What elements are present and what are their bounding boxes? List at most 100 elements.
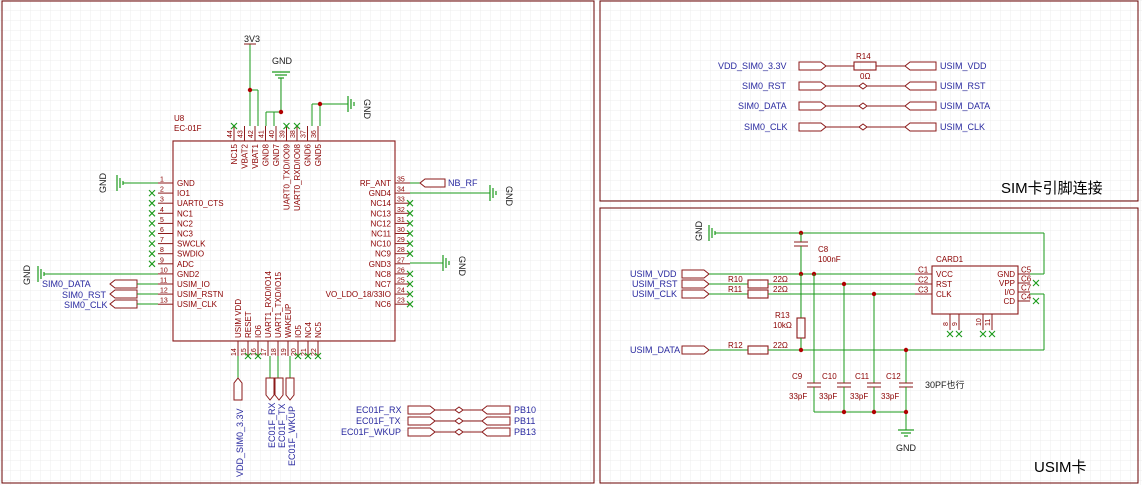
u8-pin-name: IO6 (254, 325, 263, 338)
gnd-top-2-label: GND (362, 99, 372, 120)
c11-designator: C11 (855, 372, 870, 381)
nc-mark (148, 240, 156, 247)
nc-mark (406, 270, 414, 278)
u8-pin-num: 24 (397, 288, 405, 295)
u8-pin-num: 10 (160, 267, 168, 274)
r10-value: 22Ω (773, 275, 788, 284)
nc-mark (946, 330, 954, 338)
card-pin-name: GND (997, 270, 1015, 279)
u8-pin-num: 4 (160, 207, 164, 214)
u8-pin-name: NC8 (375, 270, 392, 279)
usim-title: USIM卡 (1034, 459, 1087, 476)
link-sim0-rst-label: SIM0_RST (742, 81, 787, 91)
gnd-right2-label: GND (457, 256, 467, 277)
card1-body (931, 265, 1019, 315)
u8-pin-num: 13 (160, 298, 168, 305)
u8-pin-name: VBAT1 (251, 143, 260, 168)
u8-pin-num: 27 (397, 257, 405, 264)
u8-pin-num: 7 (160, 237, 164, 244)
c8-value: 100nF (818, 255, 841, 264)
gnd-left-pin1: GND (98, 173, 158, 193)
nc-mark (244, 352, 252, 360)
ec01f-rx-label: EC01F_RX (356, 405, 402, 415)
u8-pin-name: UART1_TXD/IO15 (274, 271, 283, 338)
u8-pin-name: UART0_TXD/IO09 (283, 143, 292, 210)
nc-mark (406, 300, 414, 308)
nc-mark (148, 189, 156, 197)
u8-pin-name: GND (177, 179, 195, 188)
u8-pin-num: 43 (238, 130, 245, 138)
card-pin-num: C4 (1021, 293, 1032, 302)
u8-pin-num: 28 (397, 247, 405, 254)
u8-pin-name: VBAT2 (241, 143, 250, 168)
card-pin-num: C1 (918, 266, 929, 275)
ec01f-tx-label: EC01F_TX (356, 416, 401, 426)
nc-mark (406, 280, 414, 288)
link-usim-rst-label: USIM_RST (940, 81, 986, 91)
u8-pin-name: NC3 (177, 230, 194, 239)
nc-mark (148, 199, 156, 207)
gnd-top-1-label: GND (272, 56, 293, 66)
u8-pin-num: 14 (231, 348, 238, 356)
sim0-clk-label: SIM0_CLK (64, 300, 108, 310)
u8-pin-num: 9 (160, 257, 164, 264)
u8-pin-name: NC4 (304, 321, 313, 338)
gnd-right-pin27: GND (410, 255, 467, 277)
nc-mark (254, 352, 262, 360)
u8-pin-name: GND4 (369, 189, 392, 198)
nc-mark (979, 330, 987, 338)
u8-pin-num: 34 (397, 187, 405, 194)
nc-mark (148, 230, 156, 237)
sim0-nets: SIM0_DATA SIM0_RST SIM0_CLK (42, 279, 158, 310)
link-sim0-clk-label: SIM0_CLK (744, 122, 788, 132)
c10-value: 33pF (819, 392, 837, 401)
card-pin-name: RST (936, 280, 952, 289)
nb-rf-label: NB_RF (448, 178, 478, 188)
u8-pin-name: WAKEUP (284, 304, 293, 338)
u8-pin-num: 32 (397, 207, 405, 214)
u8-pin-name: USIM_RSTN (177, 290, 223, 299)
u8-pin-num: 36 (311, 130, 318, 138)
u8-pin-name: GND3 (369, 260, 392, 269)
usim-vdd-label: USIM_VDD (630, 269, 677, 279)
cap-note: 30PF也行 (925, 379, 965, 390)
gnd-right-pin34: GND (410, 185, 514, 207)
u8-right-pins: 35RF_ANT34GND433NC1432NC1331NC1230NC1129… (326, 177, 414, 309)
r14-value: 0Ω (860, 72, 870, 81)
u8-pin-name: IO5 (294, 325, 303, 338)
u8-pin-num: 30 (397, 227, 405, 234)
nc-mark (314, 352, 322, 360)
u8-pin-num: 19 (281, 348, 288, 356)
nc-mark (406, 290, 414, 298)
u8-pin-num: 2 (160, 187, 164, 194)
u8-pin-num: 11 (160, 278, 167, 285)
r11-value: 22Ω (773, 285, 788, 294)
u8-pin-num: 3 (160, 197, 164, 204)
u8-pin-num: 12 (160, 288, 168, 295)
u8-part-name: EC-01F (174, 124, 202, 133)
gnd-top-1: GND (265, 56, 293, 126)
r10-designator: R10 (728, 275, 743, 284)
vdd-sim0-bottom-label: VDD_SIM0_3.3V (235, 408, 245, 477)
card-pin-name: VPP (999, 279, 1015, 288)
card-pin-num: C6 (1021, 275, 1032, 284)
usim-gnd-bottom-label: GND (896, 443, 917, 453)
u8-pin-num: 35 (397, 177, 405, 184)
usim-panel: GND C8 100nF USIM_VDD USIM_RST USIM_CLK … (630, 221, 1087, 477)
c10-designator: C10 (822, 372, 837, 381)
u8-pin-name: USIM_CLK (177, 300, 218, 309)
u8-pin-name: NC6 (375, 300, 392, 309)
u8-pin-name: NC7 (375, 280, 392, 289)
card-pin-num: C3 (918, 286, 929, 295)
nc-mark (406, 240, 414, 247)
nc-mark (148, 220, 156, 227)
nc-mark (148, 260, 156, 268)
u8-pin-name: NC13 (371, 209, 392, 218)
u8-pin-num: 15 (241, 348, 248, 356)
c11-value: 33pF (850, 392, 868, 401)
u8-pin-name: SWCLK (177, 240, 206, 249)
c12-designator: C12 (886, 372, 901, 381)
u8-pin-name: GND7 (272, 143, 281, 166)
nc-mark (406, 199, 414, 207)
u8-pin-name: NC2 (177, 219, 194, 228)
